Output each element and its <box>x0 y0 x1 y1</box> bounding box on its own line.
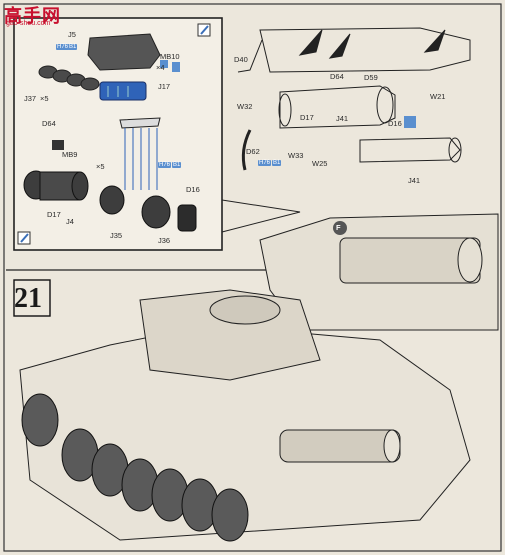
label-w32: W32 <box>237 102 253 111</box>
label-w25: W25 <box>312 159 328 168</box>
step-number: 21 <box>14 283 42 314</box>
droplet-icon <box>172 62 180 72</box>
part-mb9-frame <box>119 117 161 129</box>
label-d59: D59 <box>364 73 378 82</box>
label-f: F <box>336 223 341 232</box>
logo-main-text: 高手网 <box>4 6 61 26</box>
exhaust-parts <box>23 170 197 232</box>
label-mb9: MB9 <box>62 150 78 159</box>
callout-pointer <box>221 199 301 233</box>
label-d64a: D64 <box>42 119 56 128</box>
label-d16b: D16 <box>388 119 402 128</box>
label-d62: D62 <box>246 147 260 156</box>
part-j37-rollers <box>38 65 100 91</box>
badge-b1c: B1 <box>272 160 282 166</box>
label-j17a: J17 <box>158 82 171 91</box>
mb10-marker <box>160 60 168 68</box>
blue-icon-right <box>404 116 416 128</box>
sheet-border <box>3 3 502 552</box>
badge-h76b: H76 <box>158 162 172 168</box>
label-d17a: D17 <box>47 210 61 219</box>
rear-detail-view <box>259 213 499 331</box>
badge-b1: B1 <box>68 44 78 50</box>
label-d17b: D17 <box>300 113 314 122</box>
exploded-muffler-view <box>237 27 471 171</box>
part-d64 <box>52 140 64 150</box>
badge-h76: H76 <box>56 44 70 50</box>
step-number-box <box>13 279 51 317</box>
glue-icon-brush <box>200 25 209 35</box>
label-d64b: D64 <box>330 72 344 81</box>
label-w33: W33 <box>288 151 304 160</box>
label-x5a: ×5 <box>40 94 49 103</box>
label-mb10: MB10 <box>160 52 180 61</box>
callout-f-marker <box>333 221 347 235</box>
label-x5b: ×5 <box>96 162 105 171</box>
road-wheels <box>21 393 249 542</box>
label-j35: J35 <box>110 231 123 240</box>
badge-b1b: B1 <box>172 162 182 168</box>
label-j5: J5 <box>68 30 76 39</box>
badge-h76c: H76 <box>258 160 272 166</box>
watermark-logo: 高手网 gao-shou.com <box>4 2 74 28</box>
part-j17 <box>99 81 147 101</box>
label-d16a: D16 <box>186 185 200 194</box>
label-w21: W21 <box>430 92 446 101</box>
label-j37: J37 <box>24 94 37 103</box>
logo-url-text: gao-shou.com <box>6 20 51 27</box>
part-j5 <box>87 33 161 71</box>
spring-wires <box>124 128 158 190</box>
label-j41b: J41 <box>408 176 421 185</box>
label-j4: J4 <box>66 217 74 226</box>
label-j36: J36 <box>158 236 171 245</box>
label-d40: D40 <box>234 55 248 64</box>
label-x4: ×4 <box>156 63 165 72</box>
label-j41a: J41 <box>336 114 349 123</box>
